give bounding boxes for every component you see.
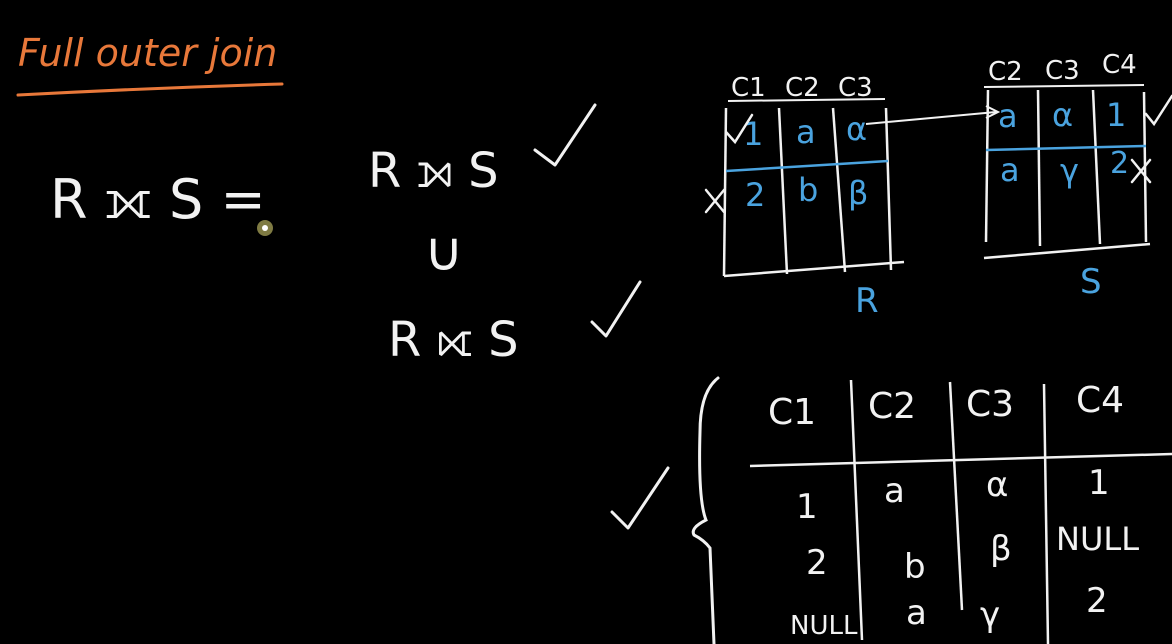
result-cell: γ: [980, 595, 1000, 635]
formula-right-join: R ⟖ S: [388, 312, 519, 368]
table-r-cell: a: [796, 113, 816, 151]
brace-icon: [691, 376, 720, 644]
result-cell: NULL: [790, 611, 858, 641]
title-underline: [16, 82, 284, 97]
formula-left-join: R ⟕ S: [368, 143, 499, 199]
join-arrow: [865, 111, 997, 125]
table-r-grid: [722, 107, 905, 278]
table-r-header: C3: [838, 73, 873, 103]
result-header: C3: [966, 384, 1014, 425]
table-r-header: C1: [731, 73, 766, 103]
result-cell: b: [904, 547, 926, 587]
result-header: C4: [1076, 380, 1124, 421]
table-r-header: C2: [785, 73, 820, 103]
table-s-cell: 1: [1106, 96, 1126, 134]
result-cell: 2: [806, 543, 828, 583]
table-r-cell: β: [848, 174, 868, 212]
table-r-cell: b: [798, 171, 818, 209]
check-mark-icon: [610, 466, 670, 530]
table-r-header-line: [727, 98, 886, 102]
formula-union: ∪: [424, 220, 464, 283]
table-s-header: C2: [988, 57, 1023, 87]
table-s-name: S: [1080, 262, 1102, 302]
result-cell: 2: [1086, 581, 1108, 621]
result-header: C1: [768, 392, 816, 433]
check-mark-icon: [1144, 94, 1172, 127]
check-mark-icon: [724, 113, 754, 145]
table-s-header-line: [983, 84, 1145, 88]
table-s-cell: a: [998, 97, 1018, 135]
table-r-row-divider: [725, 159, 889, 173]
result-cell: 1: [1088, 463, 1110, 503]
table-s-header: C4: [1102, 50, 1137, 80]
table-r-name: R: [855, 281, 879, 321]
table-s-cell: 2: [1110, 146, 1129, 181]
table-s-cell: a: [1000, 151, 1020, 189]
cross-mark-icon: [1130, 158, 1152, 184]
result-cell: a: [884, 471, 905, 511]
result-cell: 1: [796, 487, 818, 527]
cross-mark-icon: [704, 188, 726, 214]
table-r-cell: 1: [743, 115, 763, 153]
result-cell: a: [906, 593, 927, 633]
table-s-cell: α: [1052, 96, 1073, 134]
table-s-header: C3: [1045, 56, 1080, 86]
check-mark-icon: [533, 103, 597, 167]
cursor-dot-center: [262, 225, 268, 231]
formula-lhs: R ⟗ S =: [50, 168, 266, 231]
arrow-head-icon: [985, 105, 1001, 119]
result-cell: α: [986, 465, 1008, 505]
result-cell: β: [990, 529, 1012, 569]
page-title: Full outer join: [18, 31, 277, 75]
result-header: C2: [868, 386, 916, 427]
result-cell: NULL: [1056, 520, 1139, 558]
table-s-cell: γ: [1060, 152, 1079, 190]
table-r-cell: 2: [745, 176, 765, 214]
table-r-cell: α: [846, 110, 867, 148]
check-mark-icon: [590, 280, 642, 338]
result-grid: [749, 379, 1172, 644]
table-s-row-divider: [985, 144, 1147, 152]
